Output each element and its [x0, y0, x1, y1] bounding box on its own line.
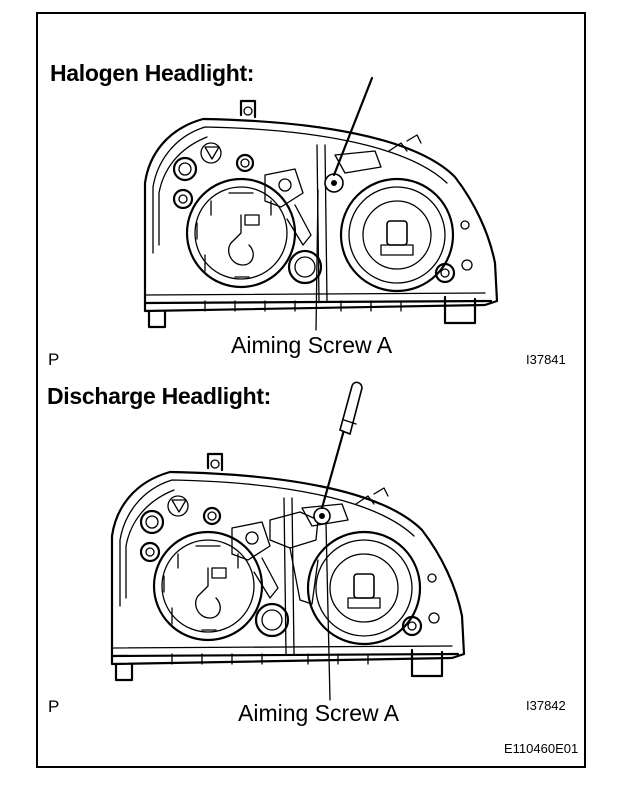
screwdriver-halogen — [332, 76, 374, 177]
panel-heading-halogen: Halogen Headlight: — [50, 60, 255, 86]
callout-leader-halogen — [315, 189, 319, 331]
corner-mark-halogen: P — [48, 350, 60, 369]
image-code-discharge: I37842 — [526, 698, 566, 713]
figure-id: E110460E01 — [504, 741, 579, 756]
figure-frame — [36, 12, 586, 768]
corner-mark-discharge: P — [48, 697, 60, 716]
callout-aiming-screw-halogen: Aiming Screw A — [231, 332, 393, 358]
screwdriver-handle — [339, 381, 363, 436]
screwdriver-discharge — [320, 428, 346, 510]
callout-aiming-screw-discharge: Aiming Screw A — [238, 700, 400, 726]
image-code-halogen: I37841 — [526, 352, 566, 367]
panel-heading-discharge: Discharge Headlight: — [47, 383, 272, 409]
discharge-headlight-drawing — [110, 452, 466, 682]
callout-leader-discharge — [325, 523, 331, 701]
halogen-headlight-drawing — [143, 99, 499, 329]
